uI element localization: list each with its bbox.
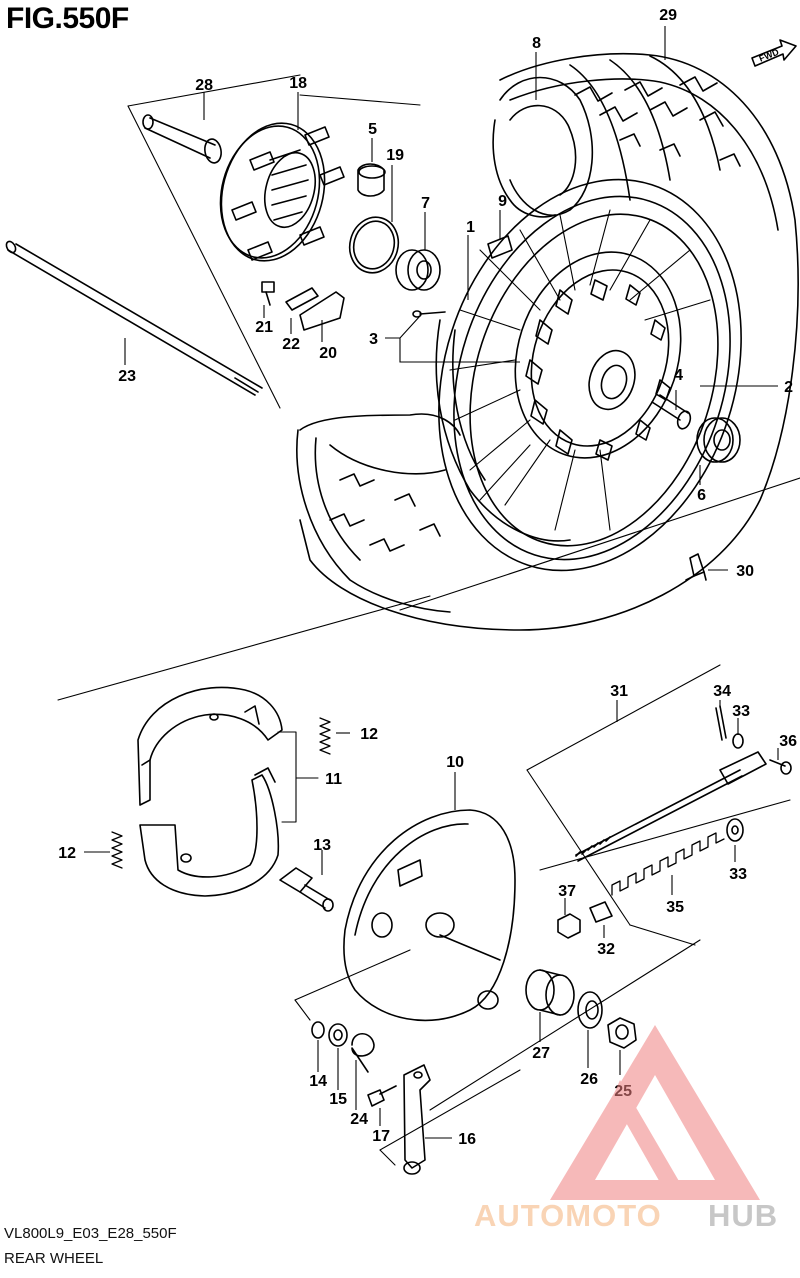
- callout-8: 8: [532, 35, 541, 52]
- collar: [142, 114, 222, 164]
- brake-rod-joint: [589, 901, 613, 923]
- callout-37: 37: [558, 883, 576, 900]
- sprocket-drum: [219, 122, 345, 262]
- o-ring: [348, 216, 400, 274]
- callout-19: 19: [386, 147, 404, 164]
- callout-3: 3: [369, 331, 378, 348]
- brake-rod-pin: [715, 705, 727, 741]
- callout-17: 17: [372, 1128, 390, 1145]
- callout-18: 18: [289, 75, 307, 92]
- adjusting-nut: [557, 913, 581, 939]
- figure-code: VL800L9_E03_E28_550F: [4, 1225, 177, 1242]
- callout-2: 2: [784, 379, 793, 396]
- callout-26: 26: [580, 1071, 598, 1088]
- spring-12-lower: [111, 831, 123, 869]
- callout-4: 4: [674, 367, 683, 384]
- leader-11: [277, 731, 319, 823]
- figure-name: REAR WHEEL: [4, 1250, 104, 1267]
- callout-34: 34: [713, 683, 731, 700]
- callout-labels: 1 2 3 4 5 6 7 8 9 10 11 12 12 13 14 15 1…: [58, 7, 797, 1148]
- callout-36: 36: [779, 733, 797, 750]
- cushion: [357, 163, 386, 197]
- callout-9: 9: [498, 193, 507, 210]
- axle-nut: [607, 1017, 637, 1049]
- rim-band: [487, 235, 513, 259]
- callout-7: 7: [421, 195, 430, 212]
- callout-11: 11: [325, 771, 342, 788]
- bearing-left: [395, 249, 441, 291]
- return-spring: [351, 1032, 375, 1073]
- callout-1: 1: [466, 219, 475, 236]
- watermark-brand-part1: AUTOMOTO: [474, 1198, 662, 1233]
- watermark-triangle-icon: [550, 1025, 760, 1200]
- inner-tube: [492, 76, 594, 218]
- callout-6: 6: [697, 487, 706, 504]
- washer-33-lower: [726, 818, 744, 842]
- callout-32: 32: [597, 941, 615, 958]
- callout-15: 15: [329, 1091, 347, 1108]
- joint-pin-36: [769, 759, 792, 775]
- callout-33-lower: 33: [729, 866, 747, 883]
- callout-21: 21: [255, 319, 273, 336]
- callout-33-upper: 33: [732, 703, 750, 720]
- callout-16: 16: [458, 1131, 476, 1148]
- callout-28: 28: [195, 77, 213, 94]
- bearing-right: [696, 417, 741, 463]
- callout-27: 27: [532, 1045, 550, 1062]
- watermark-brand-part2: HUB: [708, 1198, 778, 1233]
- washer-33-upper: [732, 733, 744, 749]
- callout-20: 20: [319, 345, 337, 362]
- valve-cap: [685, 553, 707, 581]
- spoke-nipple: [412, 310, 446, 318]
- axle: [5, 240, 263, 396]
- brake-cam: [279, 867, 334, 912]
- callout-23: 23: [118, 368, 136, 385]
- callout-30: 30: [736, 563, 754, 580]
- spring-12-upper: [319, 717, 331, 755]
- callout-12-upper: 12: [360, 726, 378, 743]
- brake-shoe-lower: [139, 767, 280, 897]
- axle-washer: [577, 991, 603, 1029]
- upper-assembly-lines: [57, 74, 800, 701]
- leader-lines: [84, 26, 779, 1139]
- callout-29: 29: [659, 7, 677, 24]
- callout-13: 13: [313, 837, 331, 854]
- callout-24: 24: [350, 1111, 368, 1128]
- callout-22: 22: [282, 336, 300, 353]
- callout-10: 10: [446, 754, 464, 771]
- washer-22: [285, 287, 319, 311]
- axle-spacer: [525, 969, 575, 1016]
- callout-31: 31: [610, 683, 628, 700]
- callout-35: 35: [666, 899, 684, 916]
- cam-lever: [403, 1064, 431, 1175]
- brake-shoe-upper: [137, 686, 283, 806]
- fwd-label: FWD: [757, 47, 780, 64]
- plate-20: [299, 291, 345, 331]
- hub: [514, 251, 682, 461]
- watermark-logo: AUTOMOTO HUB: [474, 1025, 778, 1233]
- fwd-arrow-icon: [751, 39, 797, 67]
- tire: [296, 52, 799, 631]
- brake-rod-spring: [611, 832, 725, 896]
- callout-14: 14: [309, 1073, 327, 1090]
- callout-5: 5: [368, 121, 377, 138]
- bolt-21: [261, 281, 275, 306]
- bolt-17: [367, 1085, 397, 1107]
- circlip: [311, 1021, 325, 1039]
- brake-rod: [575, 751, 767, 862]
- callout-12-lower: 12: [58, 845, 76, 862]
- brake-panel: [343, 809, 516, 1022]
- spacer: [651, 394, 692, 430]
- figure-title: FIG.550F: [6, 2, 129, 35]
- washer-15: [328, 1023, 348, 1047]
